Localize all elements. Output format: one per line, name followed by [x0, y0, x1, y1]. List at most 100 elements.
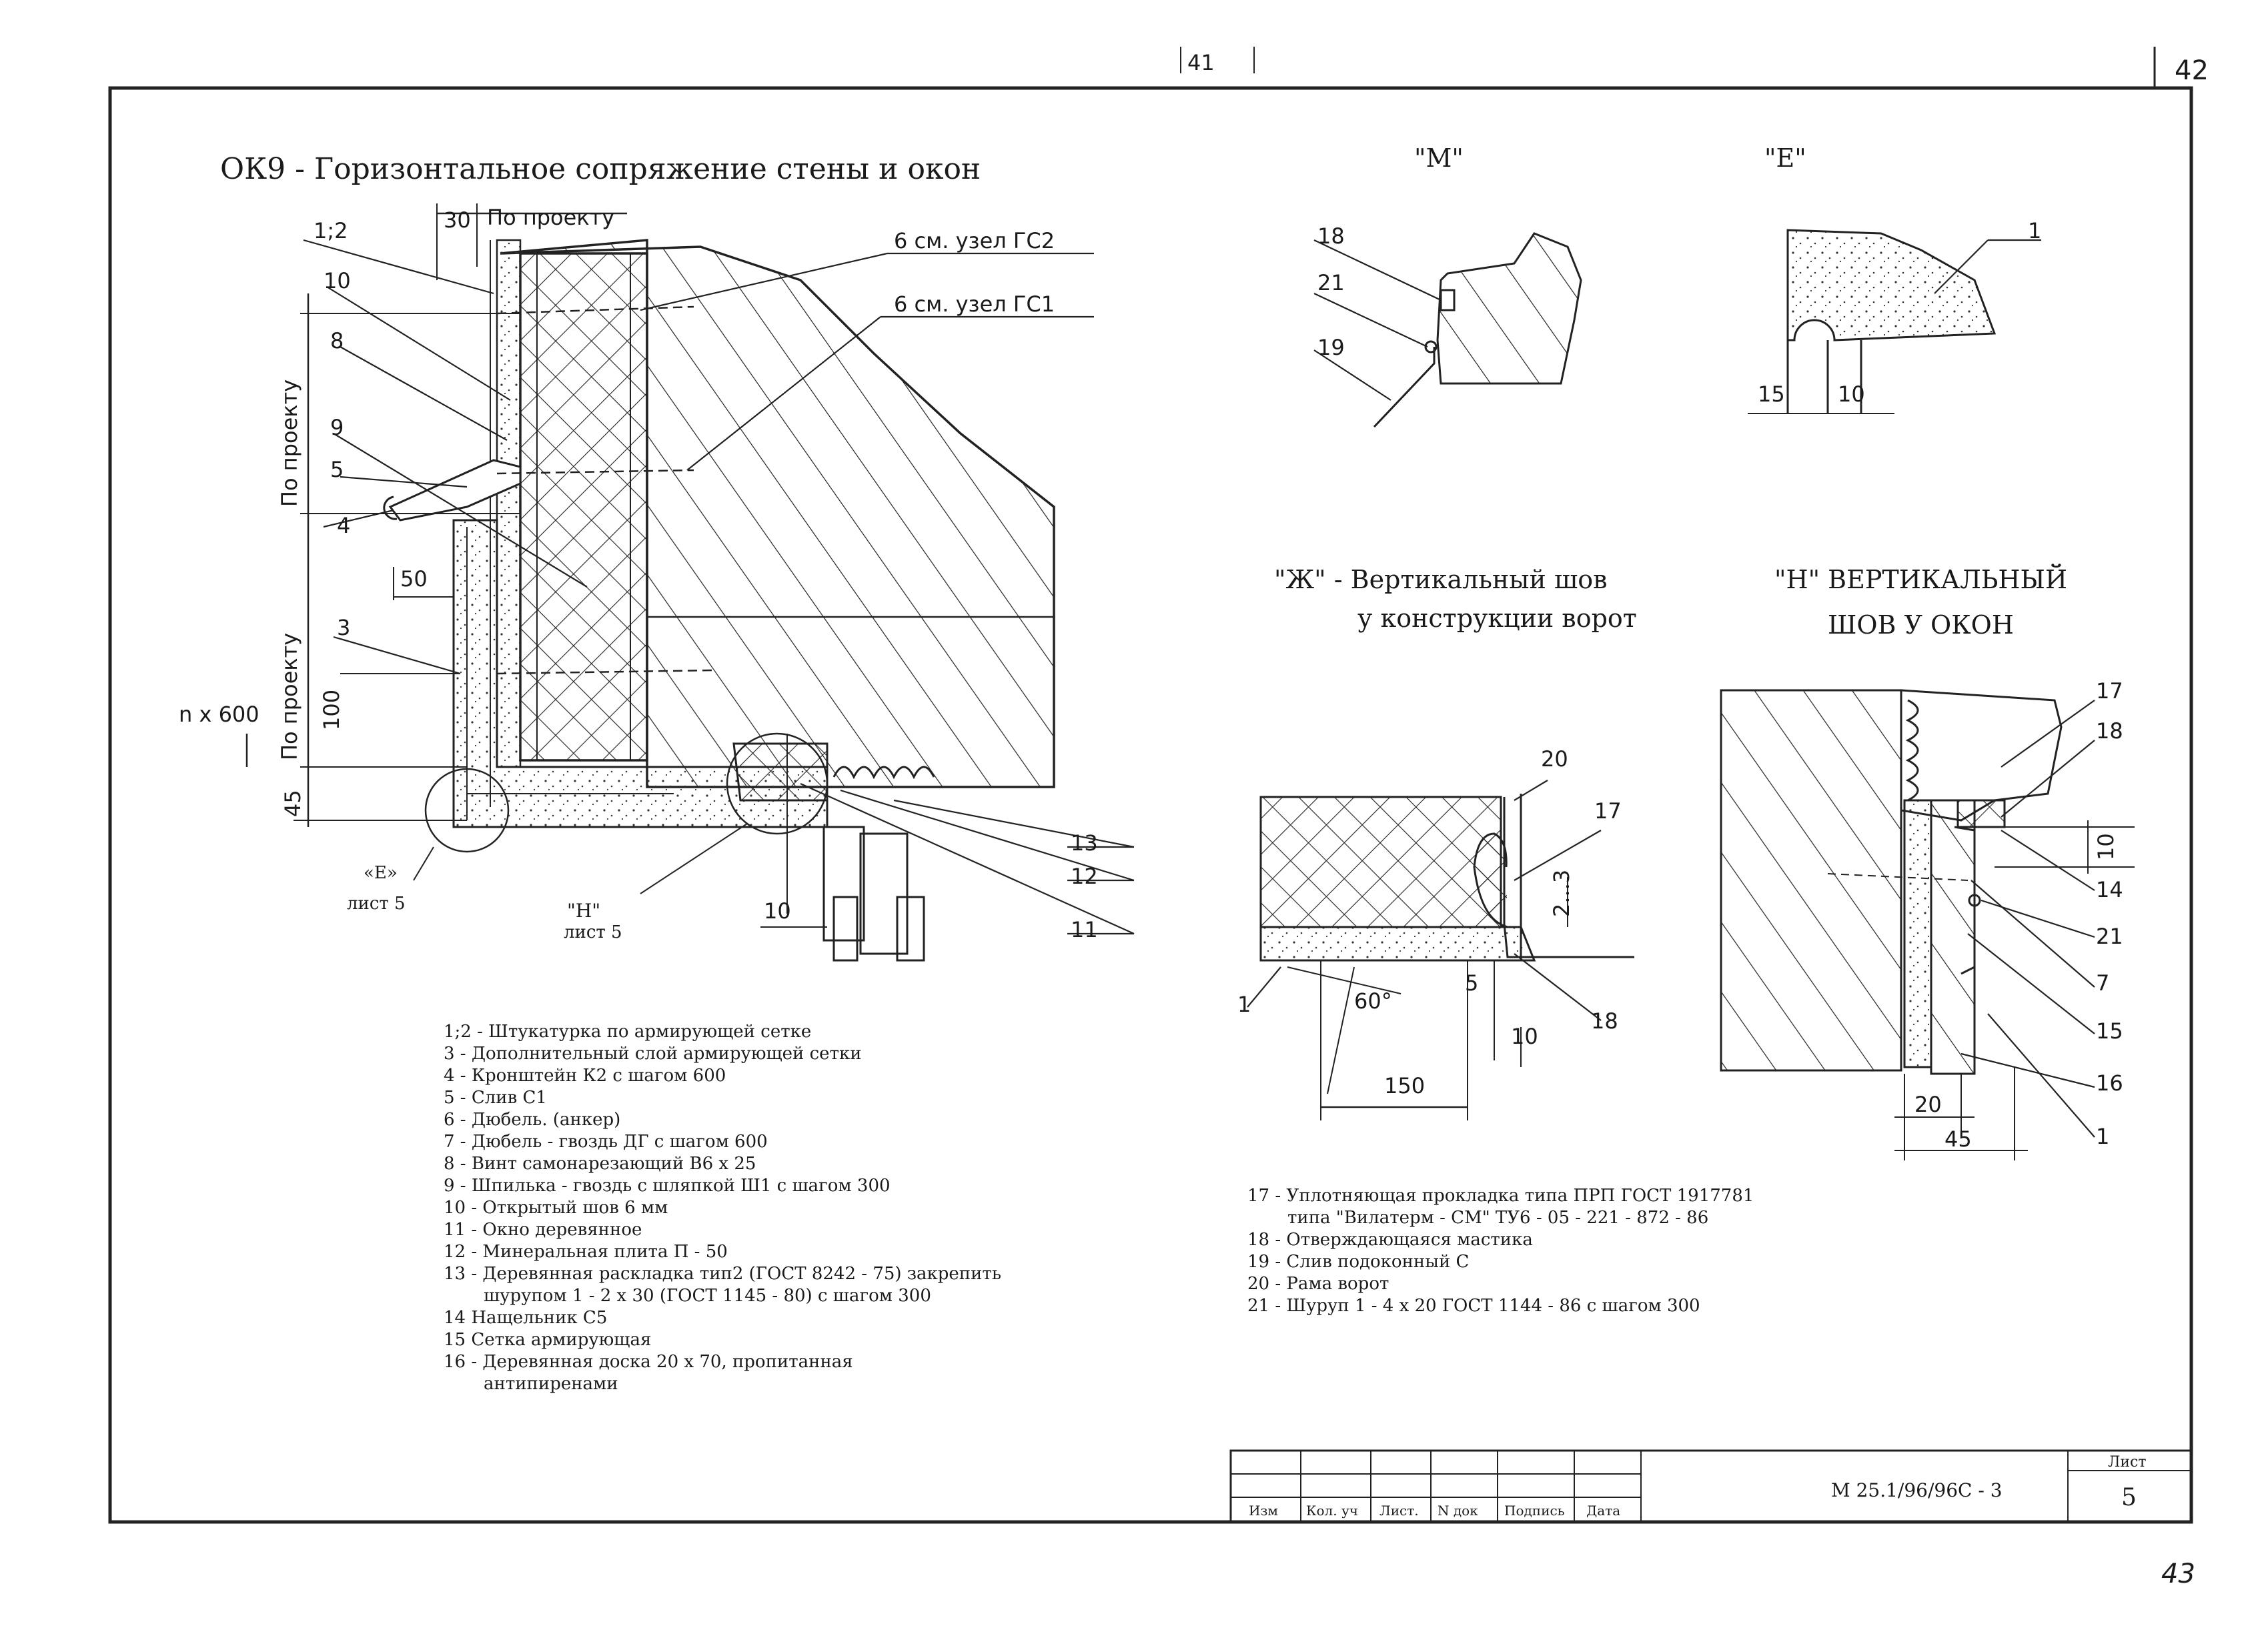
- detail-n-dim-20: 20: [1914, 1092, 1942, 1117]
- detail-n-title-2: ШОВ У ОКОН: [1828, 610, 2014, 640]
- dim-10: 10: [764, 898, 791, 924]
- legend-item: 14 Нащельник С5: [444, 1308, 608, 1328]
- detail-e-callout-1: 1: [2028, 218, 2042, 243]
- detail-zh-title-2: у конструкции ворот: [1357, 604, 1637, 633]
- dim-by-project-top: По проекту: [487, 205, 615, 230]
- node-n-sheet: лист 5: [564, 922, 622, 942]
- corner-number-top: 41: [1187, 50, 1215, 75]
- legend-item: антипиренами: [484, 1374, 618, 1394]
- legend-item: 18 - Отверждающаяся мастика: [1247, 1230, 1533, 1250]
- dim-30: 30: [444, 207, 471, 233]
- node-n-label: "Н": [567, 900, 601, 922]
- legend-item: 8 - Винт самонарезающий В6 х 25: [444, 1154, 756, 1174]
- legend-item: 7 - Дюбель - гвоздь ДГ с шагом 600: [444, 1132, 768, 1152]
- stamp-sheet-label: Лист: [2108, 1454, 2147, 1471]
- detail-zh-callout-17: 17: [1594, 798, 1622, 824]
- callout-5: 5: [330, 457, 344, 482]
- corner-number-right: 42: [2175, 55, 2209, 86]
- detail-n-callout-15: 15: [2096, 1018, 2123, 1044]
- detail-zh-drawing: [1247, 780, 1634, 1120]
- callout-12: 12: [1071, 864, 1098, 889]
- detail-m-callout-21: 21: [1317, 270, 1345, 295]
- legend-item: 20 - Рама ворот: [1247, 1274, 1389, 1294]
- callout-9: 9: [330, 415, 344, 440]
- callout-11: 11: [1071, 917, 1098, 942]
- node-e-sheet: лист 5: [347, 894, 406, 914]
- detail-m-callout-18: 18: [1317, 223, 1345, 249]
- detail-e-label: "Е": [1764, 143, 1806, 173]
- dim-by-project-left2: По проекту: [277, 632, 302, 760]
- callout-10: 10: [324, 268, 351, 293]
- detail-zh-title-1: "Ж" - Вертикальный шов: [1274, 565, 1608, 594]
- detail-zh-callout-20: 20: [1541, 746, 1568, 772]
- legend-left: 1;2 - Штукатурка по армирующей сетке 3 -…: [444, 1022, 1001, 1396]
- stamp-header-ndok: N док: [1438, 1503, 1478, 1519]
- main-title: ОК9 - Горизонтальное сопряжение стены и …: [220, 152, 981, 186]
- dim-n600: n x 600: [179, 702, 259, 727]
- detail-zh-callout-18: 18: [1591, 1008, 1618, 1034]
- stamp-header-podpis: Подпись: [1504, 1503, 1565, 1519]
- ref-see-gs1: 6 см. узел ГС1: [894, 291, 1055, 317]
- legend-item: 6 - Дюбель. (анкер): [444, 1110, 621, 1130]
- legend-item: 13 - Деревянная раскладка тип2 (ГОСТ 824…: [444, 1264, 1001, 1284]
- detail-n-callout-21: 21: [2096, 924, 2123, 949]
- detail-e-dim-15: 15: [1758, 381, 1785, 407]
- legend-item: 5 - Слив С1: [444, 1088, 547, 1108]
- legend-item: 21 - Шуруп 1 - 4 х 20 ГОСТ 1144 - 86 с ш…: [1247, 1296, 1700, 1316]
- detail-n-callout-16: 16: [2096, 1070, 2123, 1096]
- callout-8: 8: [330, 328, 344, 353]
- detail-e-drawing: [1748, 229, 2041, 414]
- callout-3: 3: [337, 615, 351, 640]
- stamp-code: М 25.1/96/96С - 3: [1831, 1479, 2003, 1501]
- legend-item: 15 Сетка армирующая: [444, 1330, 652, 1350]
- legend-item: 11 - Окно деревянное: [444, 1220, 642, 1240]
- legend-item: 1;2 - Штукатурка по армирующей сетке: [444, 1022, 812, 1042]
- detail-zh-dim-150: 150: [1384, 1073, 1426, 1098]
- dim-45: 45: [280, 790, 306, 817]
- detail-m-drawing: [1313, 232, 1582, 428]
- detail-n-dim-45: 45: [1944, 1126, 1972, 1152]
- legend-item: шурупом 1 - 2 х 30 (ГОСТ 1145 - 80) с ша…: [484, 1286, 931, 1306]
- stamp-header-data: Дата: [1586, 1503, 1621, 1519]
- detail-zh-dim-5: 5: [1465, 970, 1479, 996]
- detail-n-dim-10: 10: [2093, 833, 2119, 860]
- callout-13: 13: [1071, 830, 1098, 856]
- corner-number-bottom: 43: [2161, 1559, 2195, 1589]
- detail-zh-dim-60: 60°: [1354, 988, 1392, 1014]
- stamp-header-list: Лист.: [1379, 1503, 1419, 1519]
- legend-item: 16 - Деревянная доска 20 х 70, пропитанн…: [444, 1352, 853, 1372]
- detail-m-callout-19: 19: [1317, 335, 1345, 360]
- detail-n-title-1: "Н" ВЕРТИКАЛЬНЫЙ: [1774, 565, 2068, 594]
- stamp-header-kol: Кол. уч: [1306, 1503, 1358, 1519]
- stamp-sheet-number: 5: [2121, 1484, 2137, 1511]
- sheet-frame: [108, 47, 2193, 1524]
- legend-item: 4 - Кронштейн К2 с шагом 600: [444, 1066, 726, 1086]
- detail-n-callout-14: 14: [2096, 877, 2123, 902]
- detail-e-dim-10: 10: [1838, 381, 1865, 407]
- detail-m-label: "М": [1414, 143, 1464, 173]
- detail-n-callout-18: 18: [2096, 718, 2123, 744]
- legend-item: 17 - Уплотняющая прокладка типа ПРП ГОСТ…: [1247, 1186, 1754, 1206]
- legend-item: типа "Вилатерм - СМ" ТУ6 - 05 - 221 - 87…: [1287, 1208, 1709, 1228]
- detail-n-drawing: [1720, 689, 2135, 1160]
- callout-1-2: 1;2: [314, 218, 348, 243]
- dim-50: 50: [400, 566, 428, 592]
- detail-n-callout-7: 7: [2096, 970, 2110, 996]
- dim-by-project-left1: По проекту: [277, 379, 302, 507]
- detail-n-callout-17: 17: [2096, 678, 2123, 704]
- legend-item: 12 - Минеральная плита П - 50: [444, 1242, 728, 1262]
- dim-100: 100: [319, 689, 344, 730]
- ref-see-gs2: 6 см. узел ГС2: [894, 228, 1055, 253]
- legend-item: 10 - Открытый шов 6 мм: [444, 1198, 668, 1218]
- title-block: [1229, 1449, 2193, 1523]
- node-e-label: «Е»: [364, 863, 398, 883]
- callout-4: 4: [337, 513, 351, 538]
- main-section-drawing: [245, 203, 1135, 962]
- legend-item: 9 - Шпилька - гвоздь с шляпкой Ш1 с шаго…: [444, 1176, 891, 1196]
- detail-zh-dim-10: 10: [1511, 1024, 1538, 1049]
- legend-item: 3 - Дополнительный слой армирующей сетки: [444, 1044, 862, 1064]
- stamp-header-izm: Изм: [1249, 1503, 1278, 1519]
- detail-zh-dim-2-3: 2...3: [1549, 869, 1574, 917]
